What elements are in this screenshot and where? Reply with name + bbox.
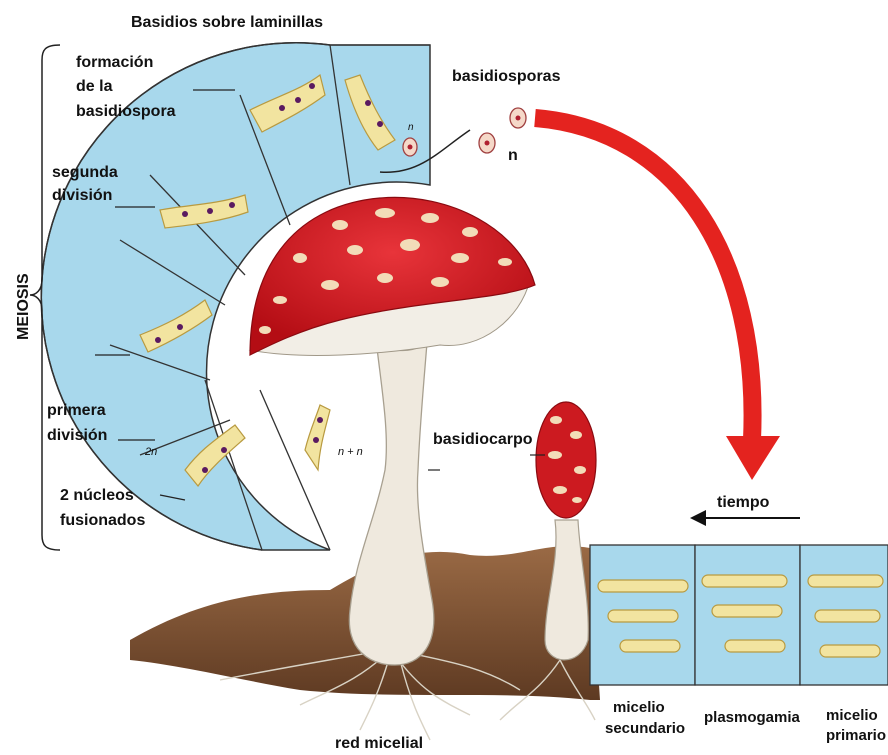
label-basidiocarpo: basidiocarpo (433, 431, 533, 448)
label-micelio-pri-1: micelio (826, 707, 878, 724)
label-formacion-2: de la (76, 78, 113, 95)
label-segunda-2: división (52, 187, 112, 204)
label-primera-1: primera (47, 402, 106, 419)
title: Basidios sobre laminillas (131, 14, 323, 31)
label-2n: 2n (144, 446, 157, 458)
tiempo-arrow-head (690, 510, 706, 526)
label-micelio-sec-1: micelio (613, 699, 665, 716)
label-cell-n: n (408, 122, 414, 133)
label-primera-2: división (47, 427, 107, 444)
young-mushroom-stem (545, 520, 588, 660)
label-red-micelial: red micelial (335, 735, 423, 752)
young-mushroom-cap (536, 402, 596, 518)
meiosis-label: MEIOSIS (15, 273, 32, 340)
label-haploid-n: n (508, 147, 518, 164)
label-micelio-sec-2: secundario (605, 720, 685, 737)
label-nucleos-2: fusionados (60, 512, 145, 529)
label-formacion-1: formación (76, 54, 153, 71)
label-basidiosporas: basidiosporas (452, 68, 561, 85)
label-tiempo: tiempo (717, 494, 770, 511)
time-arrow-curve (535, 118, 753, 440)
hyphae (598, 575, 883, 657)
label-n-plus-n: n + n (338, 446, 363, 458)
label-formacion-3: basidiospora (76, 103, 176, 120)
label-plasmogamia: plasmogamia (704, 709, 801, 726)
time-arrow-head (726, 436, 780, 480)
mushroom-stem (349, 330, 433, 665)
label-micelio-pri-2: primario (826, 727, 886, 744)
label-nucleos-1: 2 núcleos (60, 487, 134, 504)
label-segunda-1: segunda (52, 164, 118, 181)
